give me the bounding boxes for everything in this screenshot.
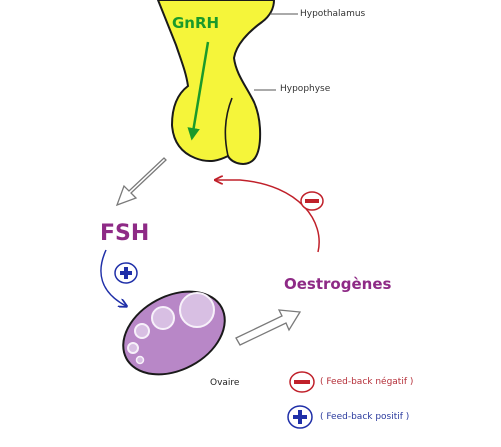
oestrogenes-label: Oestrogènes <box>284 275 392 293</box>
follicle-large <box>179 292 215 328</box>
positive-feedback-sign <box>114 262 138 284</box>
legend-positive-icon <box>287 405 313 429</box>
follicle-small <box>134 323 150 339</box>
legend-negative-icon <box>289 371 315 393</box>
negative-feedback-sign <box>300 191 324 211</box>
follicle-small <box>127 342 139 354</box>
hypothalamus-label: Hypothalamus <box>300 9 366 19</box>
ovaire-label: Ovaire <box>210 378 240 388</box>
fsh-label: FSH <box>100 221 150 246</box>
legend-negative-label: ( Feed-back négatif ) <box>320 377 414 387</box>
ovary <box>122 290 226 376</box>
follicle-medium <box>151 306 175 330</box>
hypophyse-lobe-divider <box>224 97 233 157</box>
gnrh-label: GnRH <box>172 14 220 32</box>
oestrogen-secretion-arrow <box>235 309 302 346</box>
hypophyse-label: Hypophyse <box>280 84 331 94</box>
gnrh-arrow <box>187 41 210 141</box>
negative-feedback-arrow <box>216 180 320 253</box>
hypothalamus-hypophyse-shape <box>156 0 276 165</box>
fsh-secretion-arrow <box>115 157 167 207</box>
positive-feedback-arrow <box>100 249 126 306</box>
follicle-tiny <box>135 355 145 365</box>
legend-positive-label: ( Feed-back positif ) <box>320 412 410 422</box>
